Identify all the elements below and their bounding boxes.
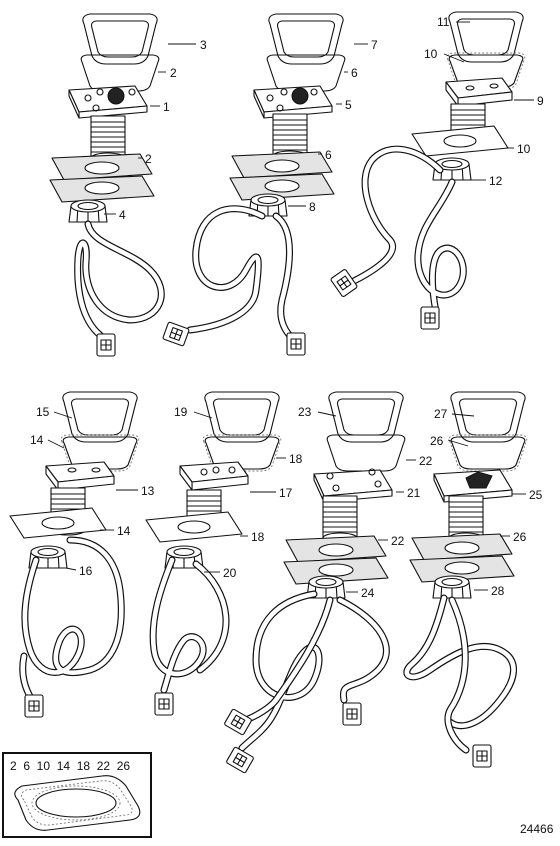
callout: 14 <box>117 524 131 538</box>
callouts-top: 3 2 1 2 4 7 6 5 6 8 11 10 9 10 12 <box>119 15 544 222</box>
callout: 19 <box>174 405 188 419</box>
callout: 1 <box>163 100 170 114</box>
callout: 20 <box>223 566 237 580</box>
assembly-13 <box>9 391 140 718</box>
callout: 5 <box>345 98 352 112</box>
leader-lines <box>47 21 534 593</box>
callout: 16 <box>79 564 93 578</box>
assembly-21 <box>223 391 406 774</box>
callout: 27 <box>434 407 448 421</box>
callout: 3 <box>200 38 207 52</box>
callout: 26 <box>430 434 444 448</box>
callout: 22 <box>419 454 433 468</box>
assembly-5 <box>162 13 346 356</box>
callout: 9 <box>537 94 544 108</box>
callout: 28 <box>491 584 505 598</box>
figure-id: 24466 <box>520 822 554 836</box>
callout: 26 <box>513 530 527 544</box>
callout: 14 <box>30 433 44 447</box>
callout: 2 <box>145 152 152 166</box>
callout: 6 <box>351 66 358 80</box>
callout: 18 <box>289 452 303 466</box>
gasket-legend: 2 6 10 14 18 22 26 <box>2 752 152 838</box>
callout: 7 <box>371 38 378 52</box>
callout: 6 <box>325 148 332 162</box>
callout: 24 <box>361 586 375 600</box>
callout: 10 <box>517 142 531 156</box>
assembly-25 <box>403 391 528 768</box>
callout: 18 <box>251 530 265 544</box>
callouts-bottom: 15 14 13 14 16 19 18 17 18 20 23 22 21 2… <box>30 405 543 600</box>
callout: 21 <box>407 486 421 500</box>
callout: 13 <box>141 484 155 498</box>
callout: 2 <box>170 66 177 80</box>
callout: 11 <box>437 15 450 29</box>
callout: 10 <box>424 47 438 61</box>
callout: 22 <box>391 534 405 548</box>
callout: 12 <box>489 174 503 188</box>
assembly-1 <box>49 13 165 357</box>
callout: 23 <box>298 405 312 419</box>
callout: 25 <box>529 488 543 502</box>
assembly-17 <box>145 391 282 716</box>
callout: 17 <box>279 486 293 500</box>
callout: 15 <box>36 405 50 419</box>
callout: 8 <box>309 200 316 214</box>
callout: 4 <box>119 208 126 222</box>
assembly-9 <box>329 11 526 330</box>
legend-numbers: 2 6 10 14 18 22 26 <box>10 759 130 773</box>
